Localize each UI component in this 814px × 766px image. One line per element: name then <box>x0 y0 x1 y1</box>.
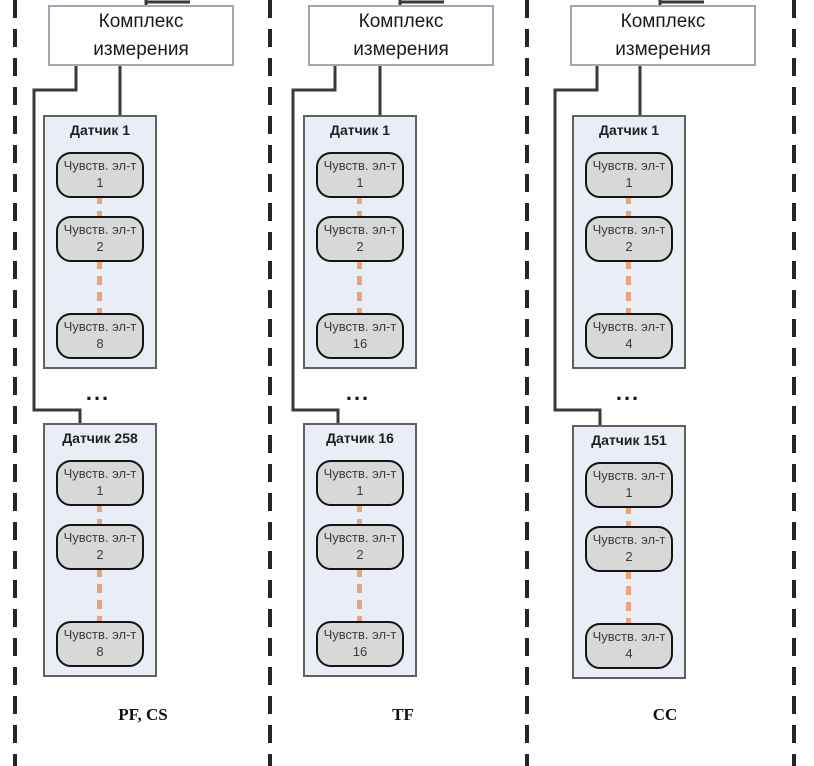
column2-connector-lines <box>291 0 444 423</box>
sensor-box: Датчик 258 Чувств. эл-т 1 Чувств. эл-т 2… <box>43 423 157 677</box>
element-chain-dashed-link <box>97 260 102 316</box>
sensor-title: Датчик 1 <box>69 122 131 138</box>
sensitive-element: Чувств. эл-т 16 <box>316 313 404 359</box>
sensitive-element: Чувств. эл-т 2 <box>585 526 673 572</box>
element-chain-dashed-link <box>626 260 631 316</box>
zone-column-tf: Комплекс измерения Датчик 1 Чувств. эл-т… <box>288 0 518 766</box>
element-chain-dashed-link <box>357 503 362 527</box>
sensitive-element: Чувств. эл-т 1 <box>56 152 144 198</box>
sensitive-element: Чувств. эл-т 2 <box>316 216 404 262</box>
element-chain-dashed-link <box>626 570 631 626</box>
zone-label: CC <box>652 705 678 724</box>
measurement-complex-box: Комплекс измерения <box>570 5 756 66</box>
sensitive-element: Чувств. эл-т 1 <box>56 460 144 506</box>
sensor-title: Датчик 1 <box>598 122 660 138</box>
measurement-complex-box: Комплекс измерения <box>48 5 234 66</box>
sensitive-element: Чувств. эл-т 2 <box>316 524 404 570</box>
element-chain-dashed-link <box>97 503 102 527</box>
element-chain-dashed-link <box>626 195 631 219</box>
sensor-title: Датчик 151 <box>591 432 667 448</box>
sensitive-element: Чувств. эл-т 1 <box>585 462 673 508</box>
sensitive-element: Чувств. эл-т 8 <box>56 621 144 667</box>
measurement-complex-label: Комплекс измерения <box>353 10 449 60</box>
sensitive-element: Чувств. эл-т 2 <box>56 216 144 262</box>
sensitive-element: Чувств. эл-т 2 <box>56 524 144 570</box>
sensitive-element: Чувств. эл-т 8 <box>56 313 144 359</box>
measurement-complex-label: Комплекс измерения <box>93 10 189 60</box>
element-chain-dashed-link <box>357 195 362 219</box>
sensitive-element: Чувств. эл-т 16 <box>316 621 404 667</box>
sensitive-element: Чувств. эл-т 1 <box>316 460 404 506</box>
ellipsis-more-sensors: ... <box>85 380 111 405</box>
measurement-complex-box: Комплекс измерения <box>308 5 494 66</box>
ellipsis-more-sensors: ... <box>615 380 641 405</box>
sensor-box: Датчик 16 Чувств. эл-т 1 Чувств. эл-т 2 … <box>303 423 417 677</box>
measurement-complex-label: Комплекс измерения <box>615 10 711 60</box>
sensitive-element: Чувств. эл-т 4 <box>585 313 673 359</box>
sensitive-element: Чувств. эл-т 4 <box>585 623 673 669</box>
element-chain-dashed-link <box>97 568 102 624</box>
zone-label: TF <box>392 705 414 724</box>
zone-column-pf-cs: Комплекс измерения Датчик 1 Чувств. эл-т… <box>28 0 258 766</box>
sensor-box: Датчик 1 Чувств. эл-т 1 Чувств. эл-т 2 Ч… <box>572 115 686 369</box>
zone-label: PF, CS <box>118 705 168 724</box>
element-chain-dashed-link <box>357 260 362 316</box>
sensor-title: Датчик 1 <box>329 122 391 138</box>
sensor-title: Датчик 258 <box>62 430 138 446</box>
sensitive-element: Чувств. эл-т 1 <box>316 152 404 198</box>
sensor-box: Датчик 1 Чувств. эл-т 1 Чувств. эл-т 2 Ч… <box>303 115 417 369</box>
element-chain-dashed-link <box>357 568 362 624</box>
element-chain-dashed-link <box>97 195 102 219</box>
column1-connector-lines <box>32 0 190 423</box>
sensitive-element: Чувств. эл-т 2 <box>585 216 673 262</box>
zone-column-cc: Комплекс измерения Датчик 1 Чувств. эл-т… <box>550 0 780 766</box>
element-chain-dashed-link <box>626 505 631 529</box>
ellipsis-more-sensors: ... <box>345 380 371 405</box>
zone-divider-dashed-lines <box>13 0 796 766</box>
sensor-box: Датчик 1 Чувств. эл-т 1 Чувств. эл-т 2 Ч… <box>43 115 157 369</box>
sensor-box: Датчик 151 Чувств. эл-т 1 Чувств. эл-т 2… <box>572 425 686 679</box>
sensor-title: Датчик 16 <box>326 430 394 446</box>
sensitive-element: Чувств. эл-т 1 <box>585 152 673 198</box>
